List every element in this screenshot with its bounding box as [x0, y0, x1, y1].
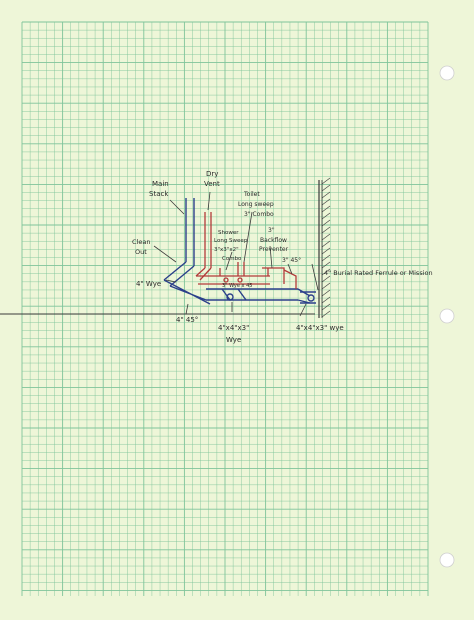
- wye-443-body: [221, 288, 247, 301]
- dry-vent-pipe: [204, 212, 212, 268]
- wall-hatch: [321, 205, 331, 213]
- forty-five-3-fitting: [283, 269, 297, 289]
- wall-hatch: [321, 226, 331, 234]
- buried-ferrule-label: 4" Burial Rated Ferrule or Mission: [324, 269, 433, 277]
- wall-hatch: [321, 177, 331, 185]
- wall-hatch: [321, 191, 331, 199]
- shower-label-4: Combo: [222, 256, 242, 262]
- forty-five-4-label: 4" 45°: [176, 316, 198, 324]
- backflow-label-2: Backflow: [260, 237, 287, 244]
- main-stack-label-2: Stack: [149, 190, 169, 198]
- wall-hatch: [321, 240, 331, 248]
- wall-hatch: [321, 233, 331, 241]
- toilet-label-2: Long sweep: [238, 201, 274, 208]
- wye-443-label-1: 4"x4"x3": [218, 324, 249, 332]
- wye-4-label: 4" Wye: [136, 280, 161, 288]
- vent-piping: [195, 212, 297, 289]
- horizontal-drain-main: [206, 288, 298, 301]
- toilet-label-1: Toilet: [243, 191, 260, 198]
- shower-label-2: Long Sweep: [214, 238, 248, 244]
- dry-vent-label-2: Vent: [204, 180, 220, 188]
- exit-pipe: [300, 291, 316, 304]
- foundation-wall: [318, 177, 331, 318]
- binder-hole-middle: [439, 308, 455, 324]
- leader-lines: [153, 191, 319, 317]
- labels: Main Stack Dry Vent Toilet Long sweep 3"…: [132, 170, 433, 344]
- small-wye-label: 3" Wye x 45: [222, 283, 252, 289]
- shower-label-1: Shower: [218, 230, 239, 236]
- wall-hatch: [321, 261, 331, 269]
- fixture-branch: [196, 275, 270, 285]
- forty-five-3-label: 3" 45°: [282, 257, 301, 264]
- vent-elbow: [195, 267, 212, 281]
- wall-hatch: [321, 268, 331, 276]
- backflow-label-1: 3": [268, 227, 275, 234]
- wall-hatch: [321, 219, 331, 227]
- main-stack-label-1: Main: [152, 180, 169, 188]
- clean-out-label-1: Clean: [132, 238, 150, 246]
- wall-hatch: [321, 289, 331, 297]
- wall-hatch: [321, 184, 331, 192]
- backflow-label-3: Preventer: [259, 246, 289, 253]
- wall-hatch: [321, 254, 331, 262]
- wall-hatch: [321, 247, 331, 255]
- wye-443-label-2: Wye: [226, 336, 241, 344]
- clean-out-cap: [226, 293, 234, 301]
- wall-hatch: [321, 303, 331, 311]
- wall-hatch: [321, 296, 331, 304]
- binder-hole-top: [439, 65, 455, 81]
- shower-label-3: 3"x3"x2": [214, 247, 239, 253]
- horizontal-drain-4: [163, 279, 211, 305]
- main-stack-pipe: [185, 198, 195, 266]
- binder-hole-bottom: [439, 552, 455, 568]
- wall-hatch: [321, 282, 331, 290]
- shower-drain: [223, 277, 229, 283]
- grid-lines: [21, 21, 429, 596]
- wall-hatch: [321, 198, 331, 206]
- clean-out-label-2: Out: [135, 248, 147, 256]
- sweep-elbow-4: [163, 261, 195, 287]
- toilet-label-3: 3" Combo: [244, 211, 274, 218]
- ferrule: [307, 294, 315, 302]
- dry-vent-label-1: Dry: [206, 170, 218, 178]
- wall-hatch: [321, 275, 331, 283]
- binder-holes: [439, 65, 455, 568]
- drain-piping: [163, 198, 316, 305]
- wall-hatch: [321, 212, 331, 220]
- wye-443-right-label: 4"x4"x3" wye: [296, 324, 344, 332]
- toilet-riser: [237, 262, 245, 276]
- wall-hatch: [321, 310, 331, 318]
- toilet-flange: [237, 277, 243, 283]
- backflow-body: [262, 267, 285, 284]
